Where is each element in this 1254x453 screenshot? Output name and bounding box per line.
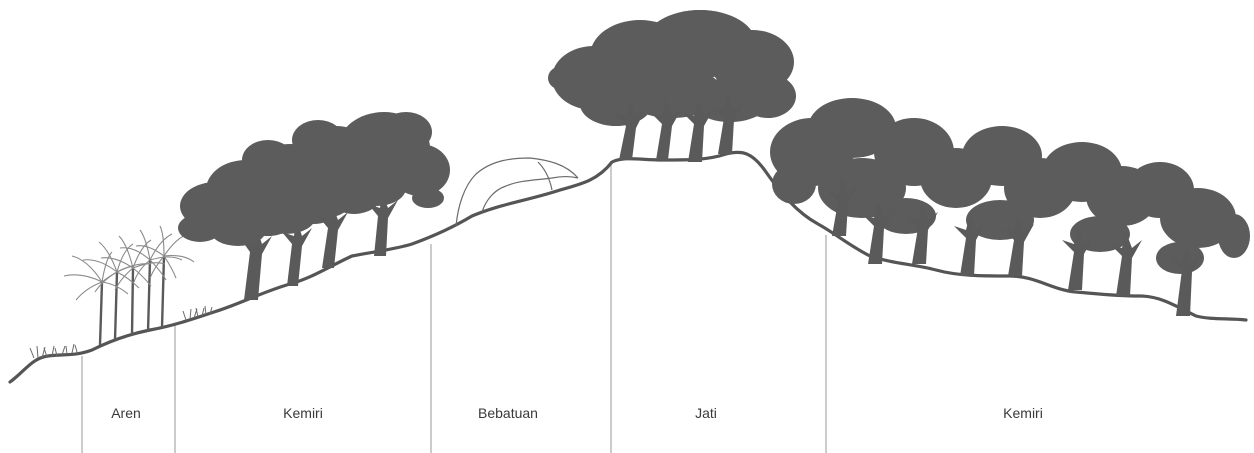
kemiri-left-trees <box>178 112 450 300</box>
jati-trees <box>548 10 796 162</box>
zone-label-jati: Jati <box>695 405 717 421</box>
jati-canopy <box>548 10 796 126</box>
zone-label-bebatuan: Bebatuan <box>478 405 538 421</box>
zone-label-kemiri-right: Kemiri <box>1003 405 1043 421</box>
grass-tufts <box>30 306 212 358</box>
palm-trunk <box>100 282 102 345</box>
zone-label-kemiri-left: Kemiri <box>283 405 323 421</box>
palm-trunk <box>115 272 117 340</box>
palm-trunk <box>162 256 164 328</box>
palm-trunk <box>132 268 133 335</box>
kemiri-right-trees <box>770 98 1250 316</box>
palm-trunk <box>148 260 150 332</box>
palm-frond-icon <box>64 226 194 300</box>
zone-labels: Aren Kemiri Bebatuan Jati Kemiri <box>111 405 1043 421</box>
zone-label-aren: Aren <box>111 405 141 421</box>
rock-outline-icon <box>538 162 552 190</box>
